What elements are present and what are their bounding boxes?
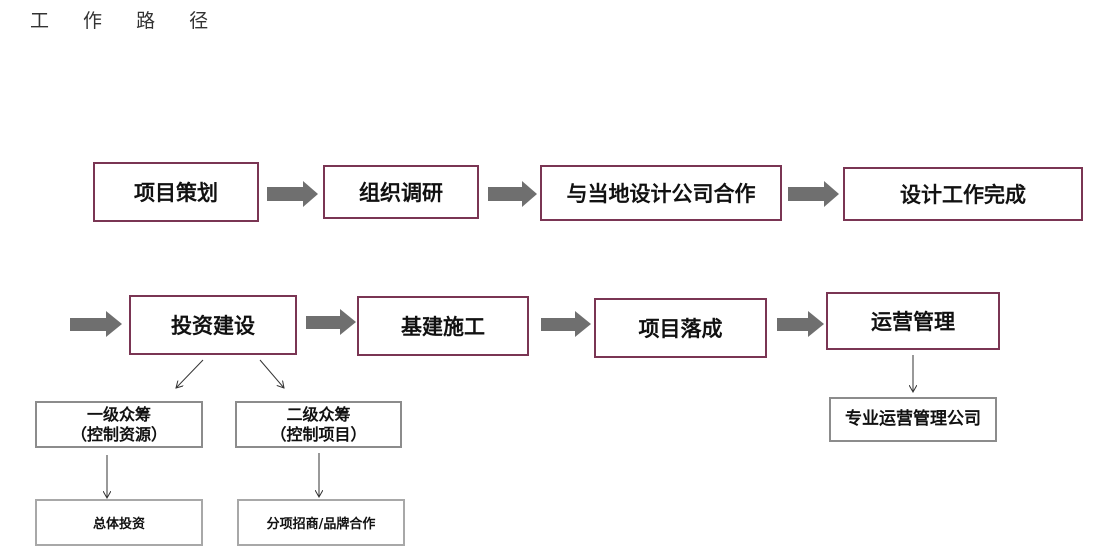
brand-partnership: 分项招商/品牌合作	[237, 499, 405, 546]
step-organize-research: 组织调研	[323, 165, 479, 219]
block-arrow	[788, 181, 839, 207]
level2-crowdfunding: 二级众筹 （控制项目）	[235, 401, 402, 448]
brand-partnership-label: 分项招商/品牌合作	[266, 517, 376, 532]
professional-operator: 专业运营管理公司	[829, 397, 997, 442]
total-investment-label: 总体投资	[92, 517, 145, 532]
step-operation-management: 运营管理	[826, 292, 1000, 350]
block-arrow	[70, 311, 122, 337]
connector-line	[176, 359, 204, 388]
level1-title: 一级众筹	[86, 404, 151, 424]
block-arrow	[306, 309, 356, 335]
step-local-design-cooperation: 与当地设计公司合作	[540, 165, 782, 221]
step-label: 项目落成	[638, 317, 723, 341]
total-investment: 总体投资	[35, 499, 203, 546]
step-design-complete: 设计工作完成	[843, 167, 1083, 221]
page-title: 工 作 路 径	[30, 10, 223, 32]
block-arrow	[541, 311, 591, 337]
step-investment-construction: 投资建设	[129, 295, 297, 355]
level2-title: 二级众筹	[286, 404, 351, 424]
step-project-planning: 项目策划	[93, 162, 259, 222]
level1-crowdfunding: 一级众筹 （控制资源）	[35, 401, 203, 448]
step-project-completion: 项目落成	[594, 298, 767, 358]
step-label: 运营管理	[871, 310, 955, 334]
step-label: 基建施工	[401, 315, 485, 339]
step-label: 投资建设	[171, 314, 255, 338]
block-arrow	[488, 181, 537, 207]
step-label: 项目策划	[134, 181, 218, 205]
block-arrow	[267, 181, 318, 207]
level1-note: （控制资源）	[70, 424, 167, 444]
block-arrow	[777, 311, 824, 337]
step-infrastructure-building: 基建施工	[357, 296, 529, 356]
step-label: 组织调研	[359, 181, 443, 205]
level2-note: （控制项目）	[270, 424, 367, 444]
step-label: 与当地设计公司合作	[566, 182, 756, 206]
operator-label: 专业运营管理公司	[845, 408, 981, 429]
step-label: 设计工作完成	[900, 183, 1026, 207]
connector-line	[259, 359, 284, 388]
